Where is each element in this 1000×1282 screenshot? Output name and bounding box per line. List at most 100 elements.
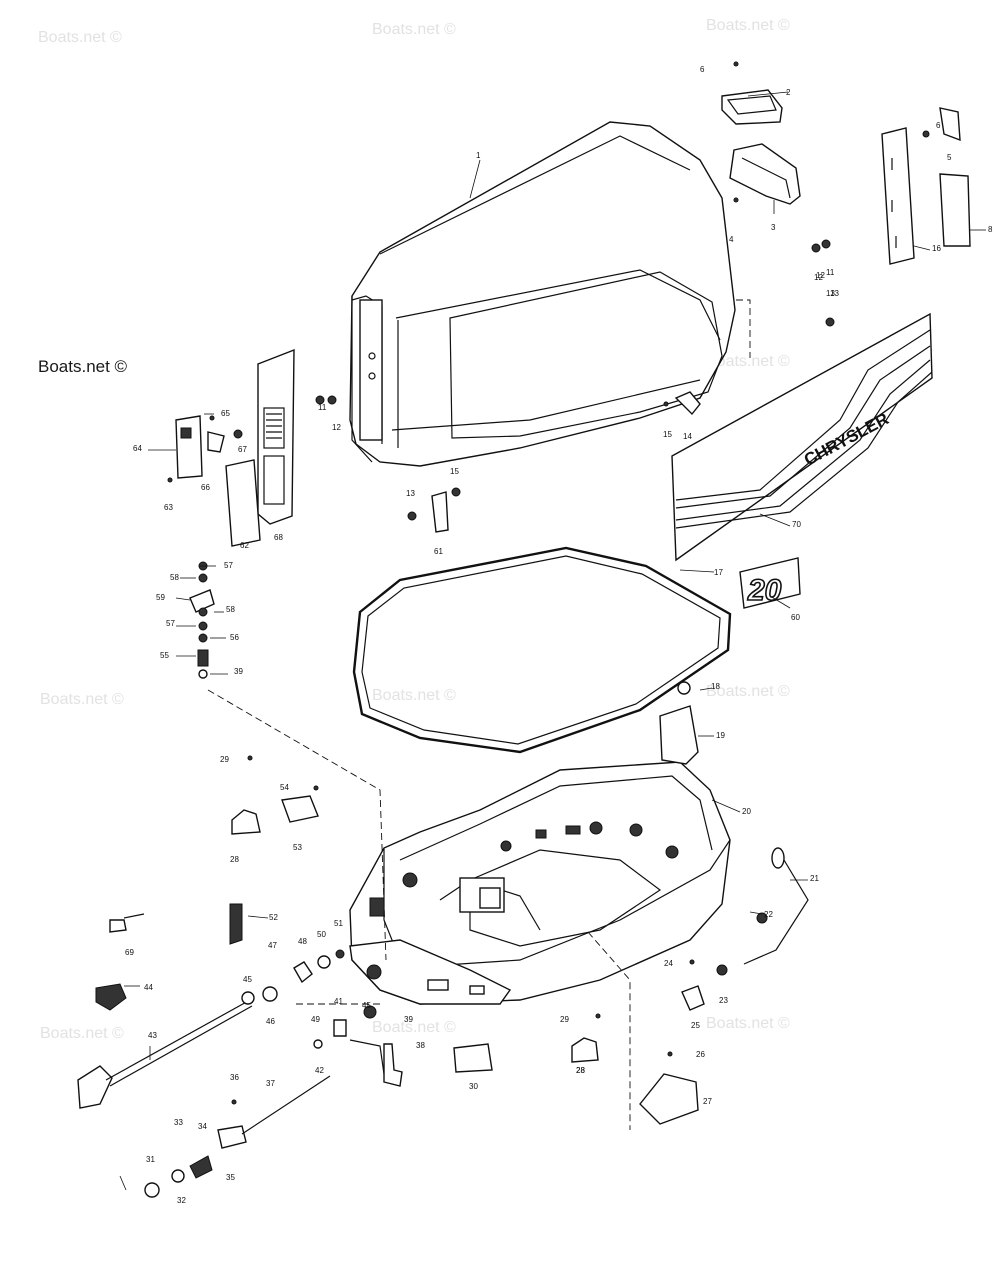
- part-number-label: 39: [404, 1015, 413, 1024]
- assembly-lines: [207, 299, 751, 1130]
- part-number-label: 50: [317, 930, 326, 939]
- part-number-label: 64: [133, 444, 142, 453]
- part-number-label-repeat: 13: [830, 289, 839, 298]
- part-number-label: 59: [156, 593, 165, 602]
- part-number-label: 45: [243, 975, 252, 984]
- part-number-label: 5: [947, 153, 952, 162]
- part-number-label: 51: [334, 919, 343, 928]
- part-number-label: 43: [148, 1031, 157, 1040]
- part-number-label: 16: [932, 244, 941, 253]
- part-number-label-repeat: 12: [816, 271, 825, 280]
- part-number-label: 58: [170, 573, 179, 582]
- part-number-label: 48: [298, 937, 307, 946]
- part-number-label-repeat: 39: [234, 667, 243, 676]
- part-number-label: 19: [716, 731, 725, 740]
- engine-hood: [349, 121, 736, 467]
- hood-seal: [352, 546, 732, 754]
- model-decal: 20: [739, 557, 801, 609]
- part-number-label: 29: [560, 1015, 569, 1024]
- part-number-label: 8: [988, 225, 993, 234]
- part-number-label: 38: [416, 1041, 425, 1050]
- part-number-label: 65: [221, 409, 230, 418]
- part-number-label: 46: [266, 1017, 275, 1026]
- part-number-label: 57: [224, 561, 233, 570]
- part-number-label: 61: [434, 547, 443, 556]
- part-number-label: 34: [198, 1122, 207, 1131]
- side-panel-assembly: [175, 348, 295, 547]
- part-number-label: 41: [334, 997, 343, 1006]
- part-number-label: 22: [764, 910, 773, 919]
- model-label: 20: [747, 574, 782, 607]
- part-number-label: 49: [311, 1015, 320, 1024]
- part-number-label: 12: [814, 273, 823, 282]
- watermark: Boats.net ©: [40, 1025, 124, 1042]
- part-number-label: 54: [280, 783, 289, 792]
- part-number-label: 18: [711, 682, 720, 691]
- watermark: Boats.net ©: [706, 353, 790, 370]
- part-number-label: 67: [238, 445, 247, 454]
- part-number-label-repeat: 57: [166, 619, 175, 628]
- part-number-label: 28: [576, 1066, 585, 1075]
- part-number-label: 66: [201, 483, 210, 492]
- part-number-label: 56: [230, 633, 239, 642]
- part-number-label-repeat: 45: [362, 1001, 371, 1010]
- part-number-label: 17: [714, 568, 723, 577]
- top-right-brackets: [431, 89, 971, 533]
- part-number-label: 25: [691, 1021, 700, 1030]
- part-labels: 1234568111213141516171819202122232425262…: [125, 65, 993, 1205]
- part-number-label: 36: [230, 1073, 239, 1082]
- part-number-label: 27: [703, 1097, 712, 1106]
- part-number-label: 31: [146, 1155, 155, 1164]
- part-number-label: 30: [469, 1082, 478, 1091]
- watermark: Boats.net ©: [40, 691, 124, 708]
- part-number-label-repeat: 12: [332, 423, 341, 432]
- part-number-label: 37: [266, 1079, 275, 1088]
- part-number-label: 14: [683, 432, 692, 441]
- part-number-label-repeat: 28: [576, 1066, 585, 1075]
- part-number-label: 11: [826, 268, 835, 277]
- watermark: Boats.net ©: [372, 21, 456, 38]
- part-number-label: 60: [791, 613, 800, 622]
- part-number-label: 69: [125, 948, 134, 957]
- part-number-label: 6: [700, 65, 705, 74]
- part-number-label: 20: [742, 807, 751, 816]
- part-number-label-repeat: 58: [226, 605, 235, 614]
- part-number-label: 2: [786, 88, 791, 97]
- part-number-label: 35: [226, 1173, 235, 1182]
- part-number-label: 68: [274, 533, 283, 542]
- part-number-label: 53: [293, 843, 302, 852]
- part-number-label-repeat: 15: [450, 467, 459, 476]
- watermark-main: Boats.net ©: [38, 357, 128, 376]
- part-number-label-repeat: 28: [230, 855, 239, 864]
- part-number-label: 44: [144, 983, 153, 992]
- watermark: Boats.net ©: [38, 29, 122, 46]
- part-number-label: 13: [826, 289, 835, 298]
- part-number-label: 21: [810, 874, 819, 883]
- lower-pan: [349, 761, 731, 1005]
- part-number-label: 24: [664, 959, 673, 968]
- part-number-label: 26: [696, 1050, 705, 1059]
- part-number-label: 62: [240, 541, 249, 550]
- watermark: Boats.net ©: [706, 17, 790, 34]
- part-number-label-repeat: 11: [318, 403, 327, 412]
- part-number-label: 1: [476, 151, 481, 160]
- part-number-label: 4: [729, 235, 734, 244]
- linkage-hardware: [77, 61, 930, 1198]
- part-number-label-repeat: 6: [936, 121, 941, 130]
- part-number-label: 15: [663, 430, 672, 439]
- part-number-label: 52: [269, 913, 278, 922]
- part-number-label-repeat: 13: [406, 489, 415, 498]
- part-number-label: 63: [164, 503, 173, 512]
- part-number-label: 55: [160, 651, 169, 660]
- part-number-label: 33: [174, 1118, 183, 1127]
- part-number-label: 3: [771, 223, 776, 232]
- watermark: Boats.net ©: [706, 1015, 790, 1032]
- part-number-label: 47: [268, 941, 277, 950]
- part-number-label: 23: [719, 996, 728, 1005]
- part-number-label: 42: [315, 1066, 324, 1075]
- part-number-label-repeat: 29: [220, 755, 229, 764]
- leader-lines: [119, 91, 986, 1191]
- watermark: Boats.net ©: [372, 1019, 456, 1036]
- watermark: Boats.net ©: [706, 683, 790, 700]
